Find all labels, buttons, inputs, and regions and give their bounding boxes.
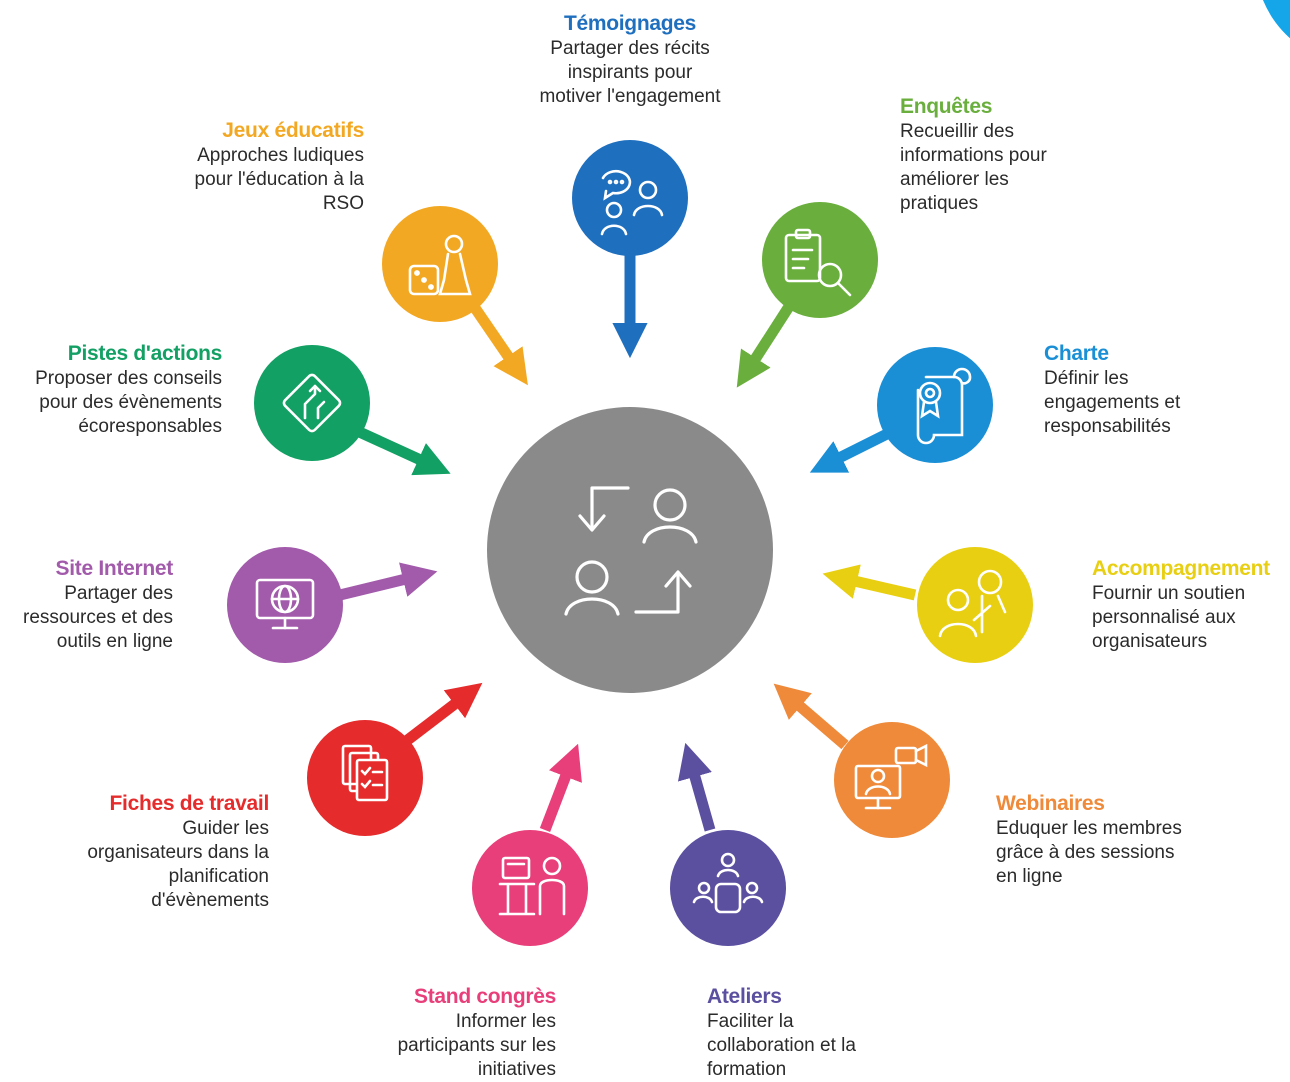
node-enquetes	[736, 202, 878, 388]
node-stand	[472, 743, 588, 946]
title-temoignages: Témoignages	[563, 12, 697, 35]
desc-enquetes: Recueillir des informations pour amélior…	[900, 121, 1047, 214]
node-site	[227, 547, 438, 663]
desc-ateliers: Faciliter la collaboration et la formati…	[707, 1011, 856, 1080]
support-people-icon	[938, 569, 1007, 638]
certificate-scroll-icon	[916, 367, 972, 445]
desc-stand: Informer les participants sur les initia…	[397, 1011, 556, 1080]
title-accompagnement: Accompagnement	[1092, 557, 1270, 580]
node-fiches	[307, 682, 483, 836]
node-ateliers	[670, 742, 786, 946]
desc-jeux: Approches ludiques pour l'éducation à la…	[194, 145, 364, 214]
title-pistes: Pistes d'actions	[67, 342, 223, 365]
title-jeux: Jeux éducatifs	[222, 119, 364, 142]
road-sign-icon	[282, 373, 342, 433]
label-site: Site Internet Partager des ressources et…	[0, 555, 173, 654]
label-enquetes: Enquêtes Recueillir des informations pou…	[900, 93, 1180, 216]
title-enquetes: Enquêtes	[900, 95, 993, 118]
corner-accent	[1262, 0, 1290, 39]
chat-people-icon	[600, 169, 664, 236]
node-charte	[809, 347, 993, 473]
booth-person-icon	[498, 856, 566, 916]
desc-webinaires: Eduquer les membres grâce à des sessions…	[996, 818, 1182, 887]
clipboard-search-icon	[784, 228, 852, 297]
title-charte: Charte	[1044, 342, 1109, 365]
title-stand: Stand congrès	[414, 985, 556, 1008]
collaboration-exchange-icon	[564, 486, 698, 616]
label-fiches: Fiches de travail Guider les organisateu…	[0, 790, 269, 913]
workshop-table-icon	[692, 852, 764, 914]
label-pistes: Pistes d'actions Proposer des conseils p…	[0, 340, 222, 439]
video-conference-icon	[854, 743, 928, 810]
desc-temoignages: Partager des récits inspirants pour moti…	[539, 38, 721, 107]
desc-site: Partager des ressources et des outils en…	[23, 583, 173, 652]
worksheets-icon	[341, 744, 389, 802]
title-fiches: Fiches de travail	[109, 792, 270, 815]
label-charte: Charte Définir les engagements et respon…	[1044, 340, 1290, 439]
center-hub	[487, 407, 773, 693]
desc-accompagnement: Fournir un soutien personnalisé aux orga…	[1092, 583, 1246, 652]
label-accompagnement: Accompagnement Fournir un soutien person…	[1092, 555, 1290, 654]
node-temoignages	[572, 140, 688, 359]
node-jeux	[382, 206, 528, 386]
desc-fiches: Guider les organisateurs dans la planifi…	[87, 818, 269, 911]
desc-pistes: Proposer des conseils pour des évènement…	[35, 368, 222, 437]
globe-monitor-icon	[255, 578, 315, 630]
title-ateliers: Ateliers	[707, 985, 782, 1008]
title-webinaires: Webinaires	[996, 792, 1105, 815]
title-site: Site Internet	[55, 557, 174, 580]
label-webinaires: Webinaires Eduquer les membres grâce à d…	[996, 790, 1276, 889]
node-pistes	[254, 345, 451, 476]
desc-charte: Définir les engagements et responsabilit…	[1044, 368, 1181, 437]
label-ateliers: Ateliers Faciliter la collaboration et l…	[707, 983, 987, 1082]
dice-pawn-icon	[408, 234, 472, 296]
label-stand: Stand congrès Informer les participants …	[276, 983, 557, 1082]
node-accompagnement	[822, 547, 1033, 663]
label-temoignages: Témoignages Partager des récits inspiran…	[490, 10, 770, 109]
node-webinaires	[773, 683, 950, 838]
label-jeux: Jeux éducatifs Approches ludiques pour l…	[84, 117, 365, 216]
